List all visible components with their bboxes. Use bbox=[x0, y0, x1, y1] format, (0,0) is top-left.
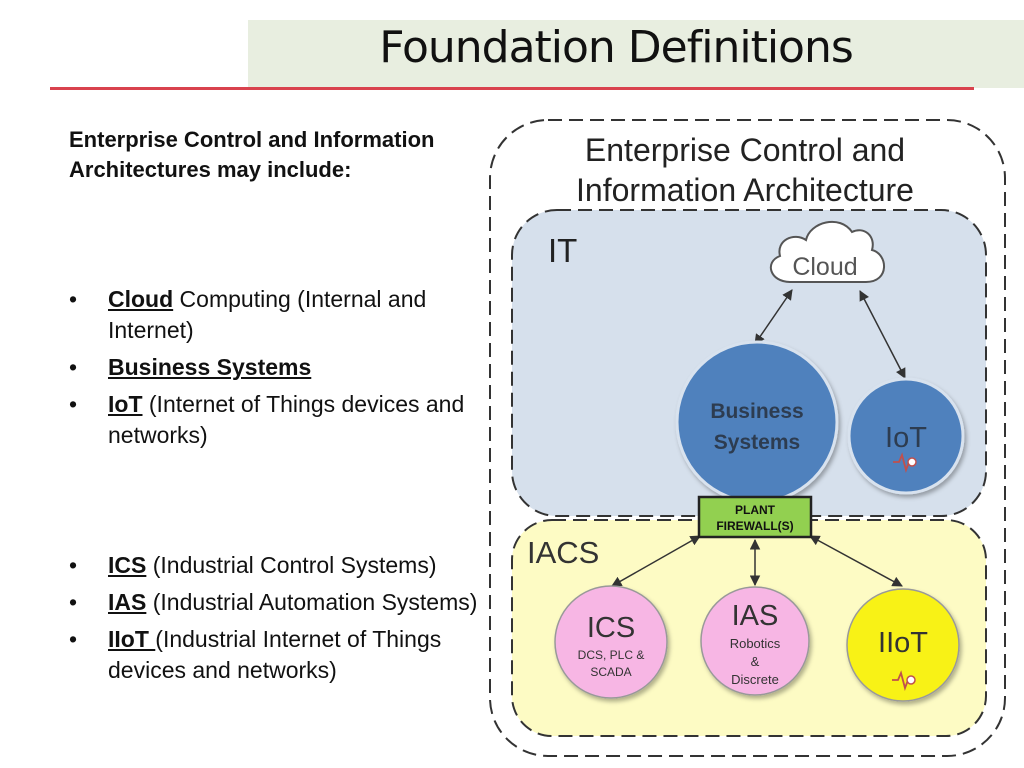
bullet-symbol: • bbox=[69, 552, 78, 578]
bullet-desc: (Industrial Automation Systems) bbox=[146, 589, 478, 615]
bullet-term: IIoT bbox=[108, 626, 156, 652]
iacs-bullet-list: • ICS (Industrial Control Systems) • IAS (… bbox=[69, 550, 489, 692]
iiot-node bbox=[846, 588, 960, 702]
bullet-symbol: • bbox=[69, 589, 78, 615]
plant-firewall-label-line1: PLANT bbox=[735, 503, 776, 517]
bullet-desc: (Industrial Control Systems) bbox=[146, 552, 437, 578]
slide-title: Foundation Definitions bbox=[379, 22, 854, 73]
ias-node bbox=[700, 586, 810, 696]
cloud-shape bbox=[769, 221, 885, 283]
bullet-ics: • ICS (Industrial Control Systems) bbox=[69, 550, 489, 581]
enterprise-boundary bbox=[489, 119, 1006, 757]
bullet-symbol: • bbox=[69, 354, 78, 380]
bullet-term: Business Systems bbox=[108, 354, 312, 380]
cloud-label: Cloud bbox=[792, 253, 857, 281]
it-zone-label: IT bbox=[548, 232, 577, 269]
ias-sub-line3: Discrete bbox=[731, 672, 779, 687]
bullet-term: Cloud bbox=[108, 286, 174, 312]
sensor-icon bbox=[893, 452, 917, 473]
bullet-business-systems: • Business Systems bbox=[69, 352, 489, 383]
plant-firewall-box bbox=[697, 495, 813, 539]
bullet-term: IoT bbox=[108, 391, 143, 417]
business-systems-label-line2: Systems bbox=[714, 431, 800, 454]
ics-node bbox=[554, 585, 668, 699]
bullet-desc: (Industrial Internet of Things devices a… bbox=[108, 626, 442, 683]
connector-cloud-iot bbox=[859, 290, 906, 379]
bullet-desc: (Internet of Things devices and networks… bbox=[108, 391, 465, 448]
ias-sub-line2: & bbox=[751, 654, 760, 669]
ias-label: IAS bbox=[732, 600, 779, 632]
bullet-iot: • IoT (Internet of Things devices and net… bbox=[69, 389, 489, 451]
connector-firewall-iiot bbox=[809, 535, 903, 587]
ics-sub-line1: DCS, PLC & bbox=[578, 648, 645, 662]
iacs-zone-label: IACS bbox=[527, 535, 599, 570]
bullet-ias: • IAS (Industrial Automation Systems) bbox=[69, 587, 489, 618]
iiot-label: IIoT bbox=[878, 627, 928, 659]
bullet-symbol: • bbox=[69, 626, 78, 652]
ics-label: ICS bbox=[587, 612, 635, 644]
connector-cloud-business bbox=[754, 289, 793, 345]
title-rule bbox=[50, 87, 974, 90]
bullet-term: ICS bbox=[108, 552, 147, 578]
it-bullet-list: • Cloud Computing (Internal and Internet)… bbox=[69, 284, 489, 457]
bullet-cloud: • Cloud Computing (Internal and Internet) bbox=[69, 284, 489, 346]
business-systems-label-line1: Business bbox=[710, 400, 803, 423]
iot-node bbox=[847, 377, 965, 495]
bullet-iiot: • IIoT (Industrial Internet of Things dev… bbox=[69, 624, 489, 686]
plant-firewall-label-line2: FIREWALL(S) bbox=[716, 519, 793, 533]
enterprise-title-line2: Information Architecture bbox=[576, 172, 914, 208]
ias-sub-line1: Robotics bbox=[730, 636, 781, 651]
bullet-symbol: • bbox=[69, 286, 78, 312]
sensor-icon bbox=[892, 670, 916, 691]
title-band bbox=[248, 20, 1024, 88]
bullet-term: IAS bbox=[108, 589, 147, 615]
bullet-desc: Computing (Internal and Internet) bbox=[108, 286, 427, 343]
ics-sub-line2: SCADA bbox=[590, 665, 631, 679]
intro-text: Enterprise Control and Information Archi… bbox=[69, 127, 435, 182]
enterprise-title-line1: Enterprise Control and bbox=[585, 132, 905, 168]
bullet-symbol: • bbox=[69, 391, 78, 417]
connector-firewall-ics bbox=[611, 535, 701, 587]
iot-label: IoT bbox=[885, 422, 927, 454]
